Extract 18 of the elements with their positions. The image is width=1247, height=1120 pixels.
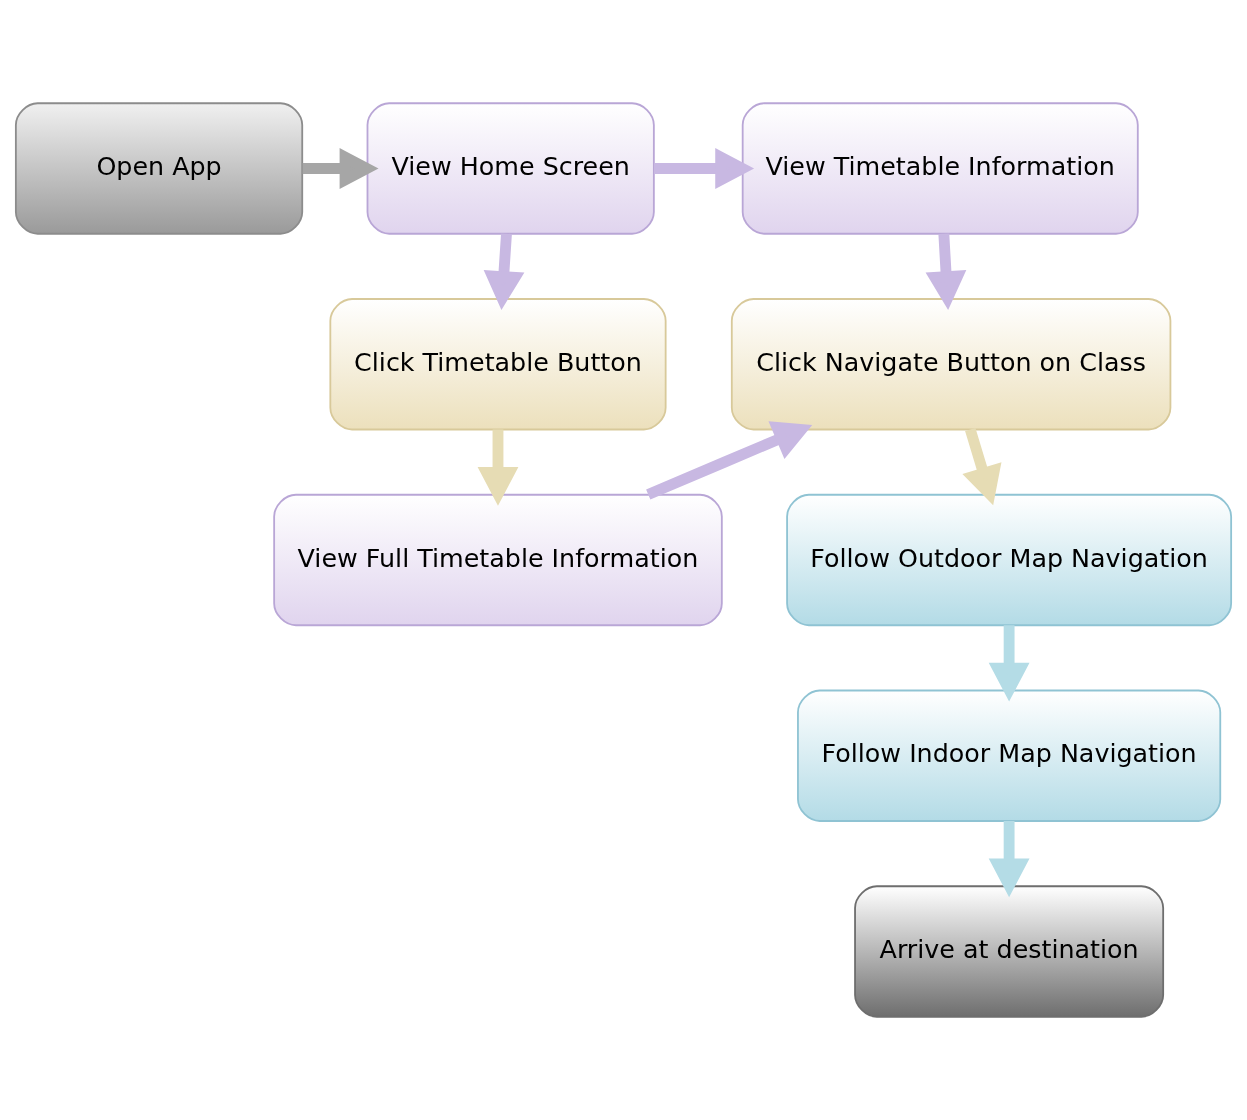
node-box: View Full Timetable Information [273,493,723,627]
node-box: Arrive at destination [854,885,1165,1018]
node-box: View Timetable Information [741,102,1139,235]
node-box: Follow Outdoor Map Navigation [786,493,1233,627]
arrow [962,427,1002,506]
arrow [988,625,1030,702]
arrow [654,148,755,189]
node-box: Click Navigate Button on Class [730,298,1172,431]
arrow [646,421,813,500]
arrow [988,821,1030,898]
arrow [302,148,379,189]
arrow [483,233,525,311]
arrow [925,233,967,311]
node-box: Follow Indoor Map Navigation [797,689,1222,822]
node-box: View Home Screen [366,102,655,235]
node-box: Open App [14,102,304,235]
node-box: Click Timetable Button [329,298,667,431]
arrow [477,429,519,506]
